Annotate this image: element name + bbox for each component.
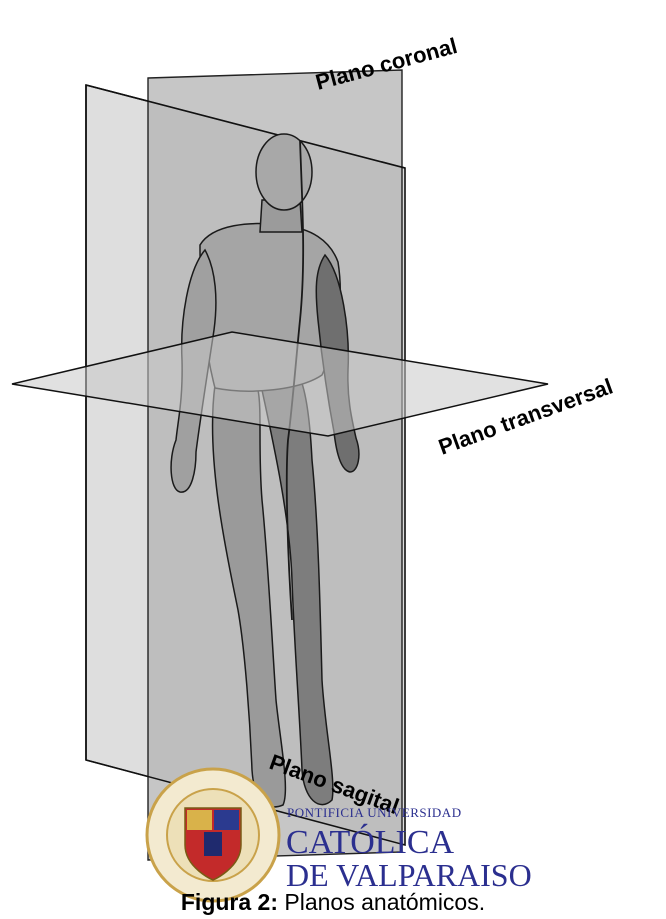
logo-shield-quarter-1 — [187, 810, 212, 830]
caption-text: Planos anatómicos. — [278, 889, 485, 915]
logo-shield-center — [204, 832, 222, 856]
head — [256, 134, 312, 210]
caption-prefix: Figura 2: — [181, 889, 278, 915]
logo-line-1: PONTIFICIA UNIVERSIDAD — [287, 805, 462, 820]
logo-line-2: CATÓLICA — [286, 823, 455, 861]
figure-caption: Figura 2: Planos anatómicos. — [0, 888, 666, 916]
logo-shield-quarter-2 — [214, 810, 239, 830]
